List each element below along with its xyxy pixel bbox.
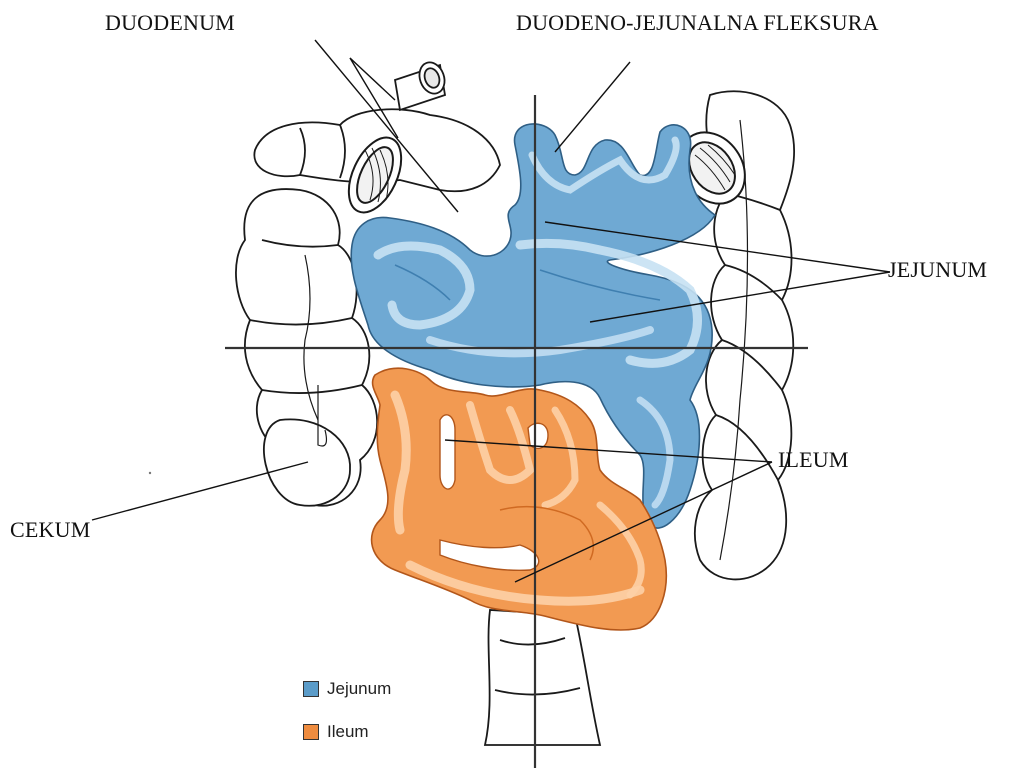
label-jejunum: JEJUNUM bbox=[888, 257, 987, 283]
legend-swatch-jejunum bbox=[303, 681, 319, 697]
label-ileum: ILEUM bbox=[778, 447, 849, 473]
label-duodeno-jejunal-flexure: DUODENO-JEJUNALNA FLEKSURA bbox=[516, 10, 879, 36]
duodenum-tube bbox=[395, 59, 449, 110]
label-duodenum: DUODENUM bbox=[105, 10, 235, 36]
rectum bbox=[485, 610, 600, 745]
legend-item-ileum: Ileum bbox=[303, 722, 369, 742]
legend-label-jejunum: Jejunum bbox=[327, 679, 391, 699]
leader-duodenum-3 bbox=[350, 58, 395, 100]
leader-flexure bbox=[555, 62, 630, 152]
legend-swatch-ileum bbox=[303, 724, 319, 740]
leader-cecum bbox=[92, 462, 308, 520]
legend-item-jejunum: Jejunum bbox=[303, 679, 391, 699]
label-cecum: CEKUM bbox=[10, 517, 90, 543]
legend-label-ileum: Ileum bbox=[327, 722, 369, 742]
